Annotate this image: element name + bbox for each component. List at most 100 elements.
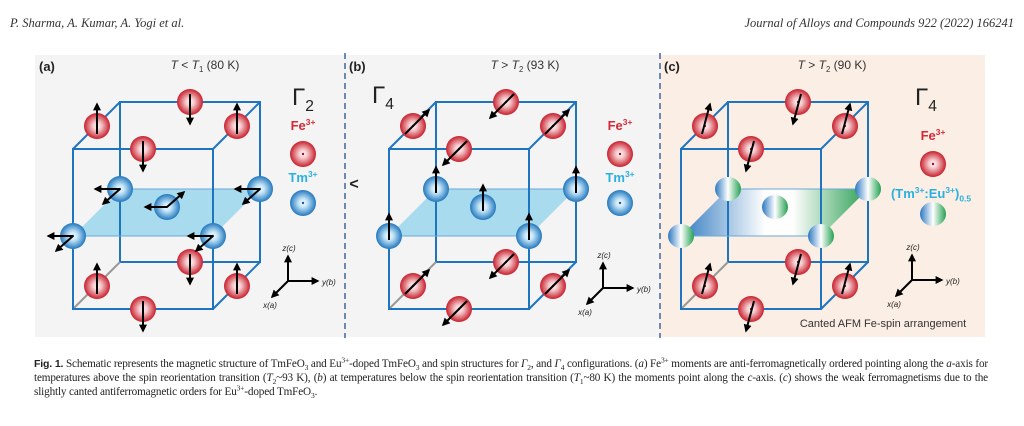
caption-segment: Γ — [520, 358, 528, 370]
legend-fe-label: Fe3+ — [608, 117, 633, 133]
caption-segment: T — [266, 372, 273, 384]
spin-arrow — [194, 235, 214, 253]
text-part: Fe — [608, 118, 623, 133]
spin-arrow — [701, 262, 713, 295]
caption-segment: -doped TmFeO — [244, 386, 311, 398]
text-part: T — [819, 58, 828, 72]
tm-eu-ion — [920, 202, 946, 226]
caption-segment: , and — [530, 358, 555, 370]
text-part: 3+ — [915, 185, 925, 195]
ion-center-dot — [301, 201, 305, 205]
text-part: ) — [955, 186, 959, 201]
spin-arrow — [404, 108, 431, 135]
axis-label-z: z(c) — [281, 244, 296, 253]
caption-segment: Fig. 1. — [34, 358, 64, 370]
text-part: (b) — [349, 59, 366, 74]
text-part: 2 — [519, 65, 523, 74]
axes-triad: z(c)y(b)x(a) — [577, 251, 651, 317]
caption-segment: configurations. ( — [564, 358, 639, 370]
text-part: 3+ — [625, 169, 635, 179]
text-part: (80 K) — [203, 58, 239, 72]
caption-segment: and Eu — [308, 358, 342, 370]
text-part: y(b) — [321, 278, 336, 287]
comparison-symbol: < — [349, 176, 358, 193]
text-part: Fe — [291, 118, 306, 133]
gamma-representation-label: Γ4 — [372, 82, 394, 113]
caption-segment: 4 — [560, 363, 565, 373]
text-part: z(c) — [281, 244, 296, 253]
text-part: T — [512, 58, 521, 72]
legend-tm-eu-label: (Tm3+:Eu3+)0.5 — [891, 185, 971, 203]
axis-label-z: z(c) — [596, 251, 611, 260]
text-part: T — [171, 58, 180, 72]
caption-segment: b — [317, 372, 323, 384]
text-part: Tm — [605, 170, 625, 185]
text-part: < — [178, 58, 192, 72]
text-part: T — [798, 58, 807, 72]
text-part: 3+ — [936, 127, 946, 137]
spin-arrow — [241, 188, 261, 206]
caption-segment: ) shows the weak ferromagnetisms due to … — [34, 372, 988, 398]
text-part: (90 K) — [830, 58, 866, 72]
caption-segment: 3 — [415, 363, 420, 373]
text-part: 3+ — [306, 117, 316, 127]
panel-label: (c) — [664, 59, 680, 74]
ion-center-dot — [301, 152, 305, 156]
spin-arrow — [841, 262, 853, 295]
text-part: Canted AFM Fe-spin arrangement — [800, 318, 966, 330]
tm-eu-ion — [668, 224, 694, 248]
caption-segment: c — [747, 372, 753, 384]
canted-afm-note: Canted AFM Fe-spin arrangement — [800, 318, 966, 330]
caption-segment: ) at temperatures below the spin reorien… — [322, 372, 574, 384]
spin-arrow — [441, 140, 468, 167]
text-part: 3+ — [308, 169, 318, 179]
text-part: 3+ — [623, 117, 633, 127]
legend-fe-label: Fe3+ — [291, 117, 316, 133]
tm-eu-ion — [715, 177, 741, 201]
text-part: T — [192, 58, 201, 72]
caption-segment: 2 — [527, 363, 531, 373]
unit-cell — [668, 89, 881, 333]
text-part: (a) — [39, 59, 55, 74]
cube-front-face — [72, 148, 214, 310]
caption-segment: c — [782, 372, 788, 384]
text-part: 2 — [305, 98, 314, 115]
text-part: z(c) — [596, 251, 611, 260]
tm-eu-ion — [855, 177, 881, 201]
caption-segment: 3+ — [341, 355, 350, 365]
spin-arrow — [270, 280, 289, 299]
text-part: 0.5 — [959, 193, 971, 203]
caption-segment: a — [946, 358, 952, 370]
legend-fe-label: Fe3+ — [921, 127, 946, 143]
text-part: > — [498, 58, 512, 72]
temperature-condition: T < T1 (80 K) — [171, 58, 240, 74]
caption-segment: ~93 K), ( — [276, 372, 318, 384]
caption-segment: 3 — [304, 363, 309, 373]
unit-cell — [46, 89, 273, 333]
ion-center-dot — [931, 162, 935, 166]
text-part: 3+ — [945, 185, 955, 195]
running-header-authors: P. Sharma, A. Kumar, A. Yogi et al. — [10, 16, 185, 30]
text-part: Tm — [288, 170, 308, 185]
caption-segment: 3 — [311, 391, 315, 401]
caption-segment: 3+ — [236, 383, 245, 393]
caption-segment: ~80 K) the moments point along the — [583, 372, 748, 384]
axis-label-x: x(a) — [577, 308, 592, 317]
cube-front-face — [680, 148, 822, 310]
axis-label-x: x(a) — [886, 300, 901, 309]
panel-label: (b) — [349, 59, 366, 74]
caption-segment: T — [573, 372, 580, 384]
legend-tm-label: Tm3+ — [605, 169, 634, 185]
spin-arrow — [841, 102, 853, 135]
caption-segment: ) Fe — [643, 358, 661, 370]
text-part: Γ — [292, 84, 305, 111]
axis-label-z: z(c) — [905, 243, 920, 252]
axis-label-x: x(a) — [262, 301, 277, 310]
text-part: Fe — [921, 128, 936, 143]
text-part: T — [491, 58, 500, 72]
figure-caption: Fig. 1. Schematic represents the magneti… — [34, 355, 988, 401]
figure-1: (a)T < T1 (80 K)Γ2Fe3+Tm3+z(c)y(b)x(a)(b… — [35, 53, 985, 338]
tm-eu-ion — [808, 224, 834, 248]
